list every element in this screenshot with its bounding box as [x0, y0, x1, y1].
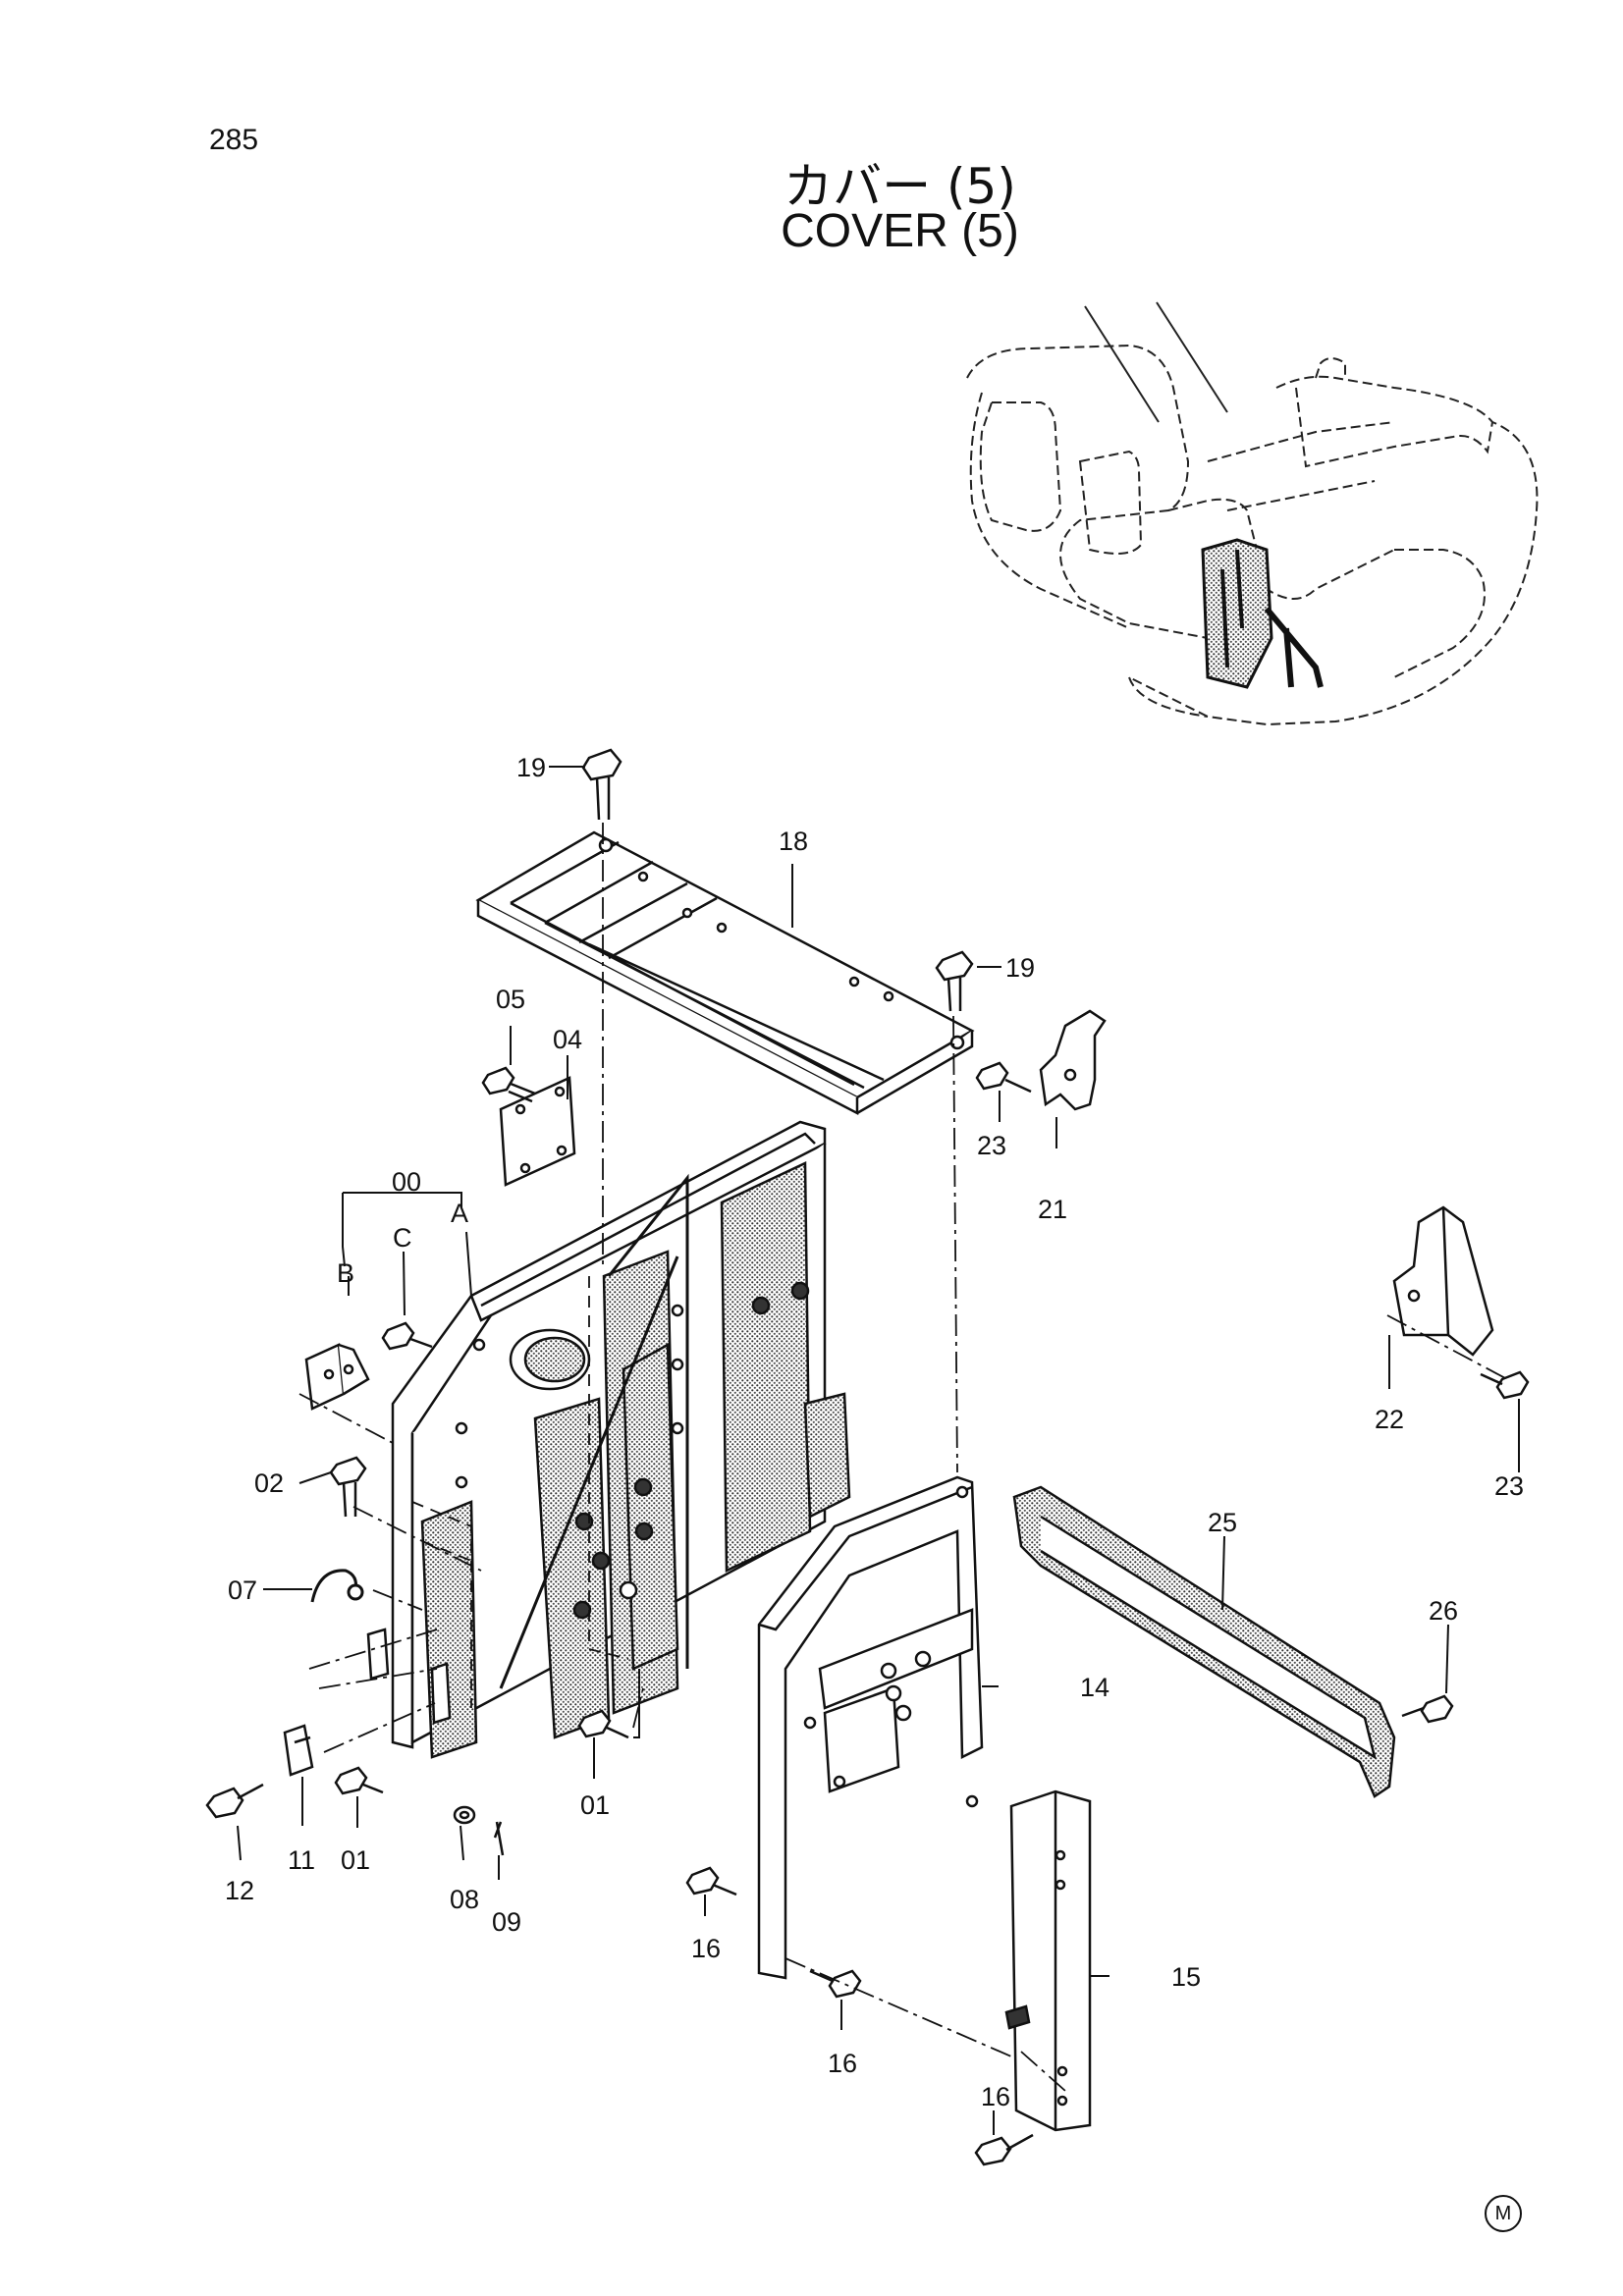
page-number: 285: [209, 124, 259, 156]
bolt-12: [205, 1783, 264, 1819]
callout-08: 08: [450, 1885, 479, 1914]
part-11-clip: [283, 1724, 314, 1777]
part-22-bracket: [1392, 1205, 1494, 1357]
callout-b: B: [337, 1258, 354, 1288]
bolt-05: [481, 1066, 536, 1103]
bolt-01-left: [334, 1766, 384, 1795]
bracket-b: [304, 1343, 370, 1411]
callout-16-bottom: 16: [981, 2082, 1010, 2111]
bolt-26: [1401, 1694, 1454, 1724]
bolt-16-bottom: [974, 2133, 1034, 2166]
hidden-lines: [411, 1276, 629, 1708]
bolt-16-left: [685, 1866, 737, 1896]
callout-21: 21: [1038, 1195, 1067, 1224]
title-japanese: カバー (5): [784, 158, 1016, 215]
callout-11: 11: [288, 1845, 315, 1875]
callout-01-center: 01: [580, 1790, 610, 1820]
bolt-23-upper: [975, 1061, 1032, 1094]
callout-18: 18: [779, 827, 808, 856]
part-25-seal: [1012, 1485, 1396, 1798]
leader-lines: [237, 766, 1520, 2135]
callout-16-left: 16: [691, 1934, 721, 1963]
callout-23-lower: 23: [1494, 1471, 1524, 1501]
callout-09: 09: [492, 1907, 521, 1937]
part-08-washer: [453, 1805, 476, 1825]
title-english: COVER (5): [781, 205, 1019, 257]
part-18-top-frame: [475, 830, 975, 1116]
callout-04: 04: [553, 1025, 582, 1054]
callout-26: 26: [1429, 1596, 1458, 1626]
callout-19-right: 19: [1005, 953, 1035, 983]
callout-16-center: 16: [828, 2049, 857, 2078]
callout-12: 12: [225, 1876, 254, 1905]
main-panel-assembly: [391, 1120, 851, 1759]
assembly-centerlines: [298, 823, 1508, 2092]
callout-a: A: [451, 1199, 468, 1228]
part-04-plate: [499, 1076, 576, 1187]
callout-c: C: [393, 1223, 412, 1253]
callout-15: 15: [1171, 1962, 1201, 1992]
highlighted-cover-section: [1201, 538, 1324, 689]
part-15-cover-plate: [1004, 1789, 1092, 2132]
bolt-16-center: [809, 1969, 862, 1999]
callout-02: 02: [254, 1468, 284, 1498]
callout-25: 25: [1208, 1508, 1237, 1537]
callout-07: 07: [228, 1575, 257, 1605]
callout-01-left: 01: [341, 1845, 370, 1875]
callout-14: 14: [1080, 1673, 1109, 1702]
bolt-02: [329, 1456, 367, 1518]
callout-22: 22: [1375, 1405, 1404, 1434]
bolt-01-center: [577, 1709, 629, 1739]
callout-19-top: 19: [516, 753, 546, 782]
bolt-19-top: [581, 748, 622, 821]
callout-23-upper: 23: [977, 1131, 1006, 1160]
manufacturer-mark: M: [1485, 2195, 1522, 2232]
bolt-19-right: [935, 950, 974, 1012]
callout-00: 00: [392, 1167, 421, 1197]
callout-05: 05: [496, 985, 525, 1014]
part-21-bracket: [1039, 1009, 1107, 1111]
bolt-23-lower: [1480, 1370, 1530, 1400]
part-14-frame: [757, 1475, 984, 1980]
bolt-c: [381, 1321, 433, 1351]
part-07-hose: [310, 1569, 364, 1603]
callout-labels: 19 18 19 05 04 00 C A B 23 21 22 23 02 0…: [225, 753, 1524, 2111]
part-09-pin: [493, 1821, 505, 1856]
